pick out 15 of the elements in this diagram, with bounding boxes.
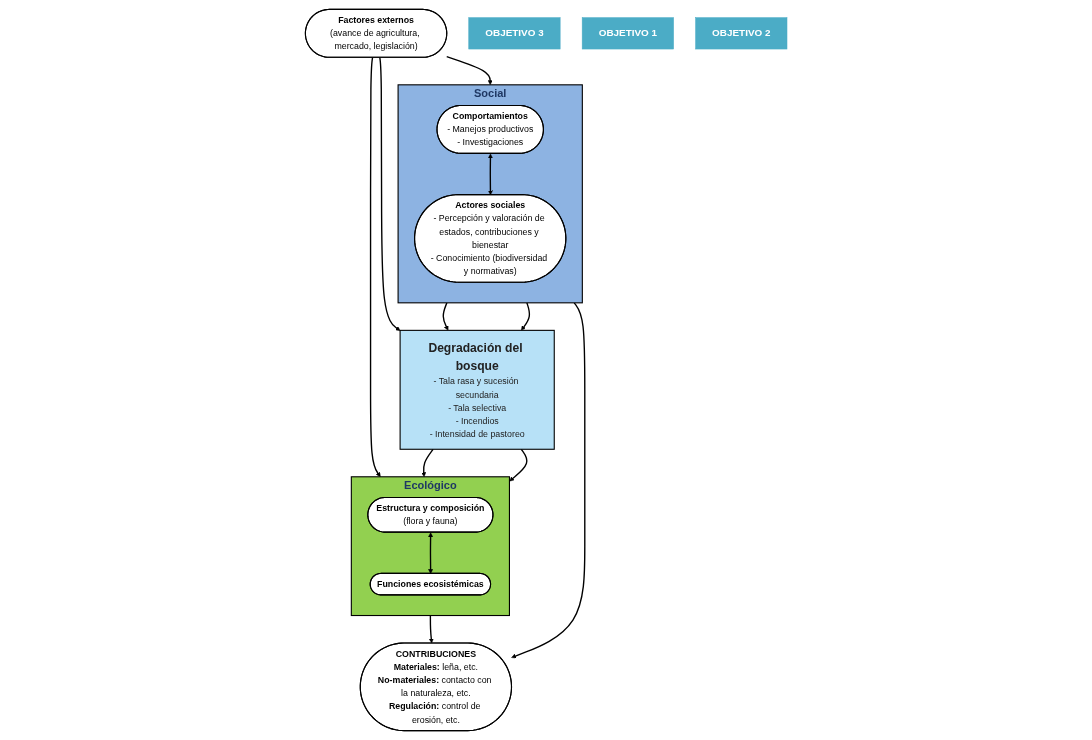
arrow: [442, 302, 449, 331]
node-box: OBJETIVO 2: [695, 17, 788, 50]
arrow: [369, 56, 381, 477]
arrow: [509, 448, 528, 482]
node-box: Degradación del bosque - Tala rasa y sucesión secundaria - Tala selectiva - Incendios - Intensidad de pastoreo: [399, 329, 555, 450]
arrow: [427, 532, 433, 574]
arrow: [445, 56, 493, 86]
node-box: OBJETIVO 3: [468, 17, 561, 50]
arrow: [487, 153, 493, 196]
arrow: [421, 448, 434, 477]
node-box: OBJETIVO 1: [581, 17, 674, 50]
arrow: [511, 302, 586, 659]
arrow: [428, 614, 434, 644]
arrow: [378, 56, 401, 331]
arrow: [520, 302, 530, 331]
